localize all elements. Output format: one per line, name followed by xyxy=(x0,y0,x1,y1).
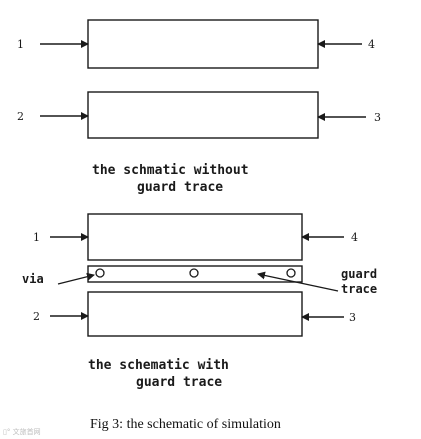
bottom-port-2-label: 2 xyxy=(33,310,40,323)
top-schematic: 1 2 4 3 the schmatic without guard trace xyxy=(17,19,381,195)
via-pointer-arrow xyxy=(57,272,95,285)
watermark: ▯° 文旅首网 xyxy=(3,427,41,436)
top-port-4-label: 4 xyxy=(368,38,375,51)
figure-caption: Fig 3: the schematic of simulation xyxy=(90,417,281,432)
bottom-port-1-label: 1 xyxy=(33,231,40,244)
top-port-3-label: 3 xyxy=(374,111,381,124)
bottom-caption-line-1: the schematic with xyxy=(88,358,229,373)
top-trace-upper xyxy=(87,19,319,69)
top-port-1-label: 1 xyxy=(17,38,24,51)
bottom-port-4-label: 4 xyxy=(351,231,358,244)
bottom-trace-lower xyxy=(87,291,303,337)
guard-label-line-2: trace xyxy=(341,282,377,296)
bottom-schematic: 1 2 4 3 via guard trace the schematic wi… xyxy=(22,213,377,390)
bottom-port-3-label: 3 xyxy=(349,311,356,324)
bottom-caption-line-2: guard trace xyxy=(136,375,222,390)
guard-pointer-arrow xyxy=(257,271,339,292)
via-left xyxy=(95,268,105,278)
top-caption-line-1: the schmatic without xyxy=(92,163,249,178)
top-trace-lower xyxy=(87,91,319,139)
guard-label-line-1: guard xyxy=(341,267,377,281)
via-middle xyxy=(189,268,199,278)
top-port-2-label: 2 xyxy=(17,110,24,123)
via-label: via xyxy=(22,272,44,286)
top-caption-line-2: guard trace xyxy=(137,180,223,195)
via-right xyxy=(286,268,296,278)
bottom-trace-upper xyxy=(87,213,303,261)
